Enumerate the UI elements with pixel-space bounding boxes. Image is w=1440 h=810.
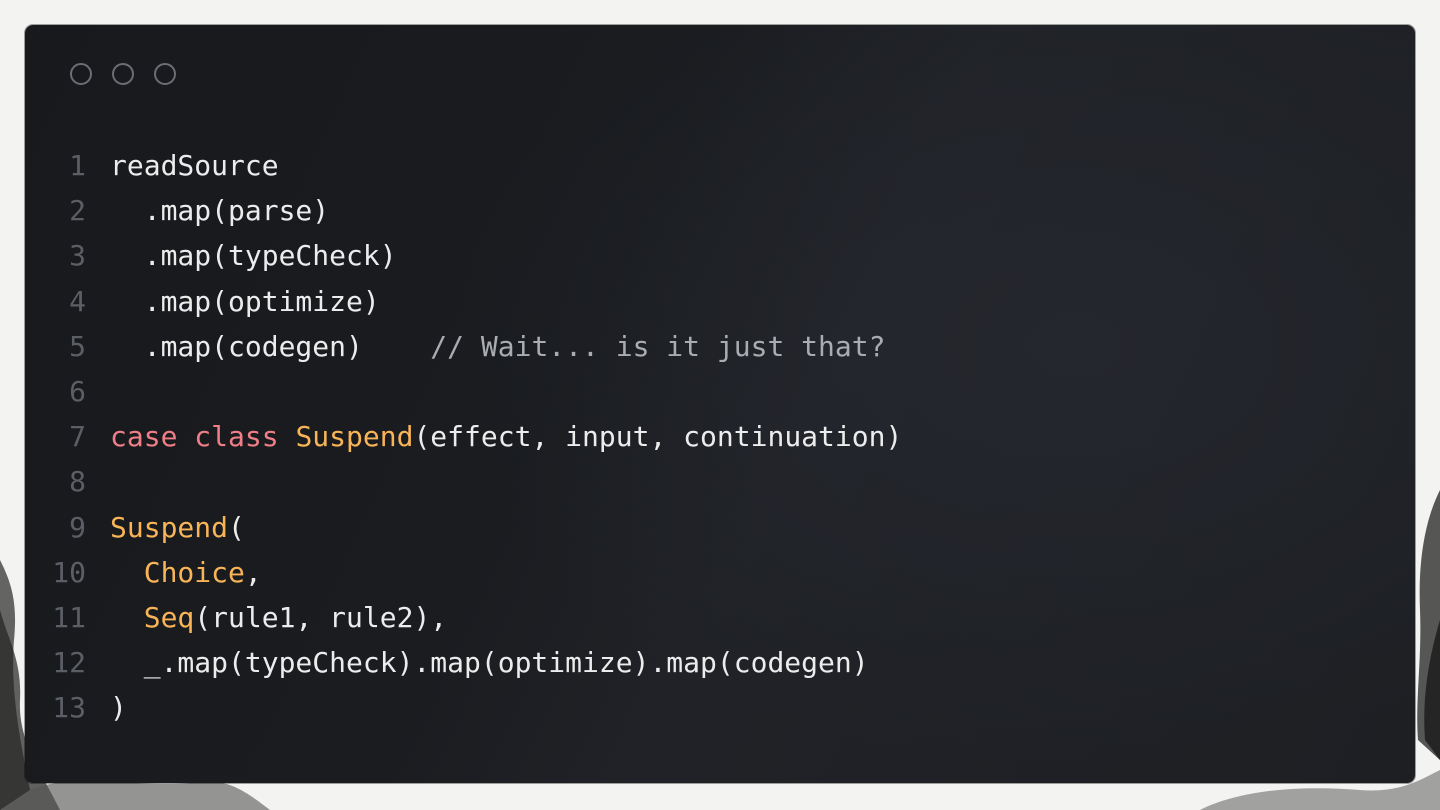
line-number: 13: [52, 691, 86, 725]
code-line: 4 .map(optimize): [25, 279, 1415, 324]
code-token: .map(parse): [110, 194, 330, 228]
code-line: 12 _.map(typeCheck).map(optimize).map(co…: [25, 640, 1415, 685]
code-text: Seq(rule1, rule2),: [110, 601, 447, 634]
code-line: 13): [25, 685, 1415, 730]
line-number: 1: [69, 149, 86, 183]
code-text: .map(codegen) // Wait... is it just that…: [110, 329, 886, 363]
code-token: .map(optimize): [110, 284, 380, 318]
code-line: 6: [25, 369, 1415, 414]
code-text: .map(typeCheck): [110, 239, 397, 272]
code-token: ,: [244, 555, 262, 589]
code-token: .map(codegen): [110, 329, 431, 363]
code-text: .map(parse): [110, 194, 329, 227]
code-token: [110, 601, 144, 634]
code-token: (effect, input, continuation): [413, 420, 903, 454]
code-text: Suspend(: [110, 511, 245, 544]
code-text: Choice,: [110, 556, 262, 589]
keyword-token: case class: [110, 420, 296, 454]
code-text: readSource: [110, 149, 279, 182]
code-token: ): [110, 691, 127, 725]
code-line: 7 case class Suspend(effect, input, conti…: [25, 414, 1415, 459]
type-token: Suspend: [110, 510, 229, 544]
code-text: ): [110, 691, 127, 724]
window-controls: [70, 63, 176, 85]
code-line: 3 .map(typeCheck): [25, 233, 1415, 278]
code-text: case class Suspend(effect, input, contin…: [110, 420, 902, 453]
line-number: 6: [69, 375, 86, 409]
type-token: Suspend: [295, 420, 414, 454]
type-token: Choice: [143, 555, 245, 589]
line-number: 2: [69, 194, 86, 228]
type-token: Seq: [143, 600, 195, 634]
line-number: 4: [69, 284, 86, 318]
code-line: 9 Suspend(: [25, 505, 1415, 550]
code-token: [110, 556, 144, 589]
window-control-circle[interactable]: [112, 63, 134, 85]
line-number: 12: [52, 646, 86, 680]
line-number: 11: [52, 600, 86, 634]
code-token: _.map(typeCheck).map(optimize).map(codeg…: [110, 646, 869, 680]
code-token: readSource: [110, 149, 279, 183]
code-line: 8: [25, 459, 1415, 504]
code-line: 2 .map(parse): [25, 188, 1415, 233]
line-number: 5: [69, 329, 86, 363]
code-text: _.map(typeCheck).map(optimize).map(codeg…: [110, 646, 869, 679]
comment-token: // Wait... is it just that?: [430, 329, 886, 363]
window-control-circle[interactable]: [154, 63, 176, 85]
line-number: 7: [69, 420, 86, 454]
code-line: 11 Seq(rule1, rule2),: [25, 595, 1415, 640]
code-line: 5 .map(codegen) // Wait... is it just th…: [25, 324, 1415, 369]
window-control-circle[interactable]: [70, 63, 92, 85]
code-token: .map(typeCheck): [110, 239, 397, 273]
line-number: 3: [69, 239, 86, 273]
line-number: 10: [52, 555, 86, 589]
code-token: (: [228, 510, 245, 544]
code-line: 10 Choice,: [25, 550, 1415, 595]
code-token: (rule1, rule2),: [194, 600, 448, 634]
code-text: .map(optimize): [110, 285, 380, 318]
line-number: 8: [69, 465, 86, 499]
code-line: 1 readSource: [25, 143, 1415, 188]
line-number: 9: [69, 510, 86, 544]
